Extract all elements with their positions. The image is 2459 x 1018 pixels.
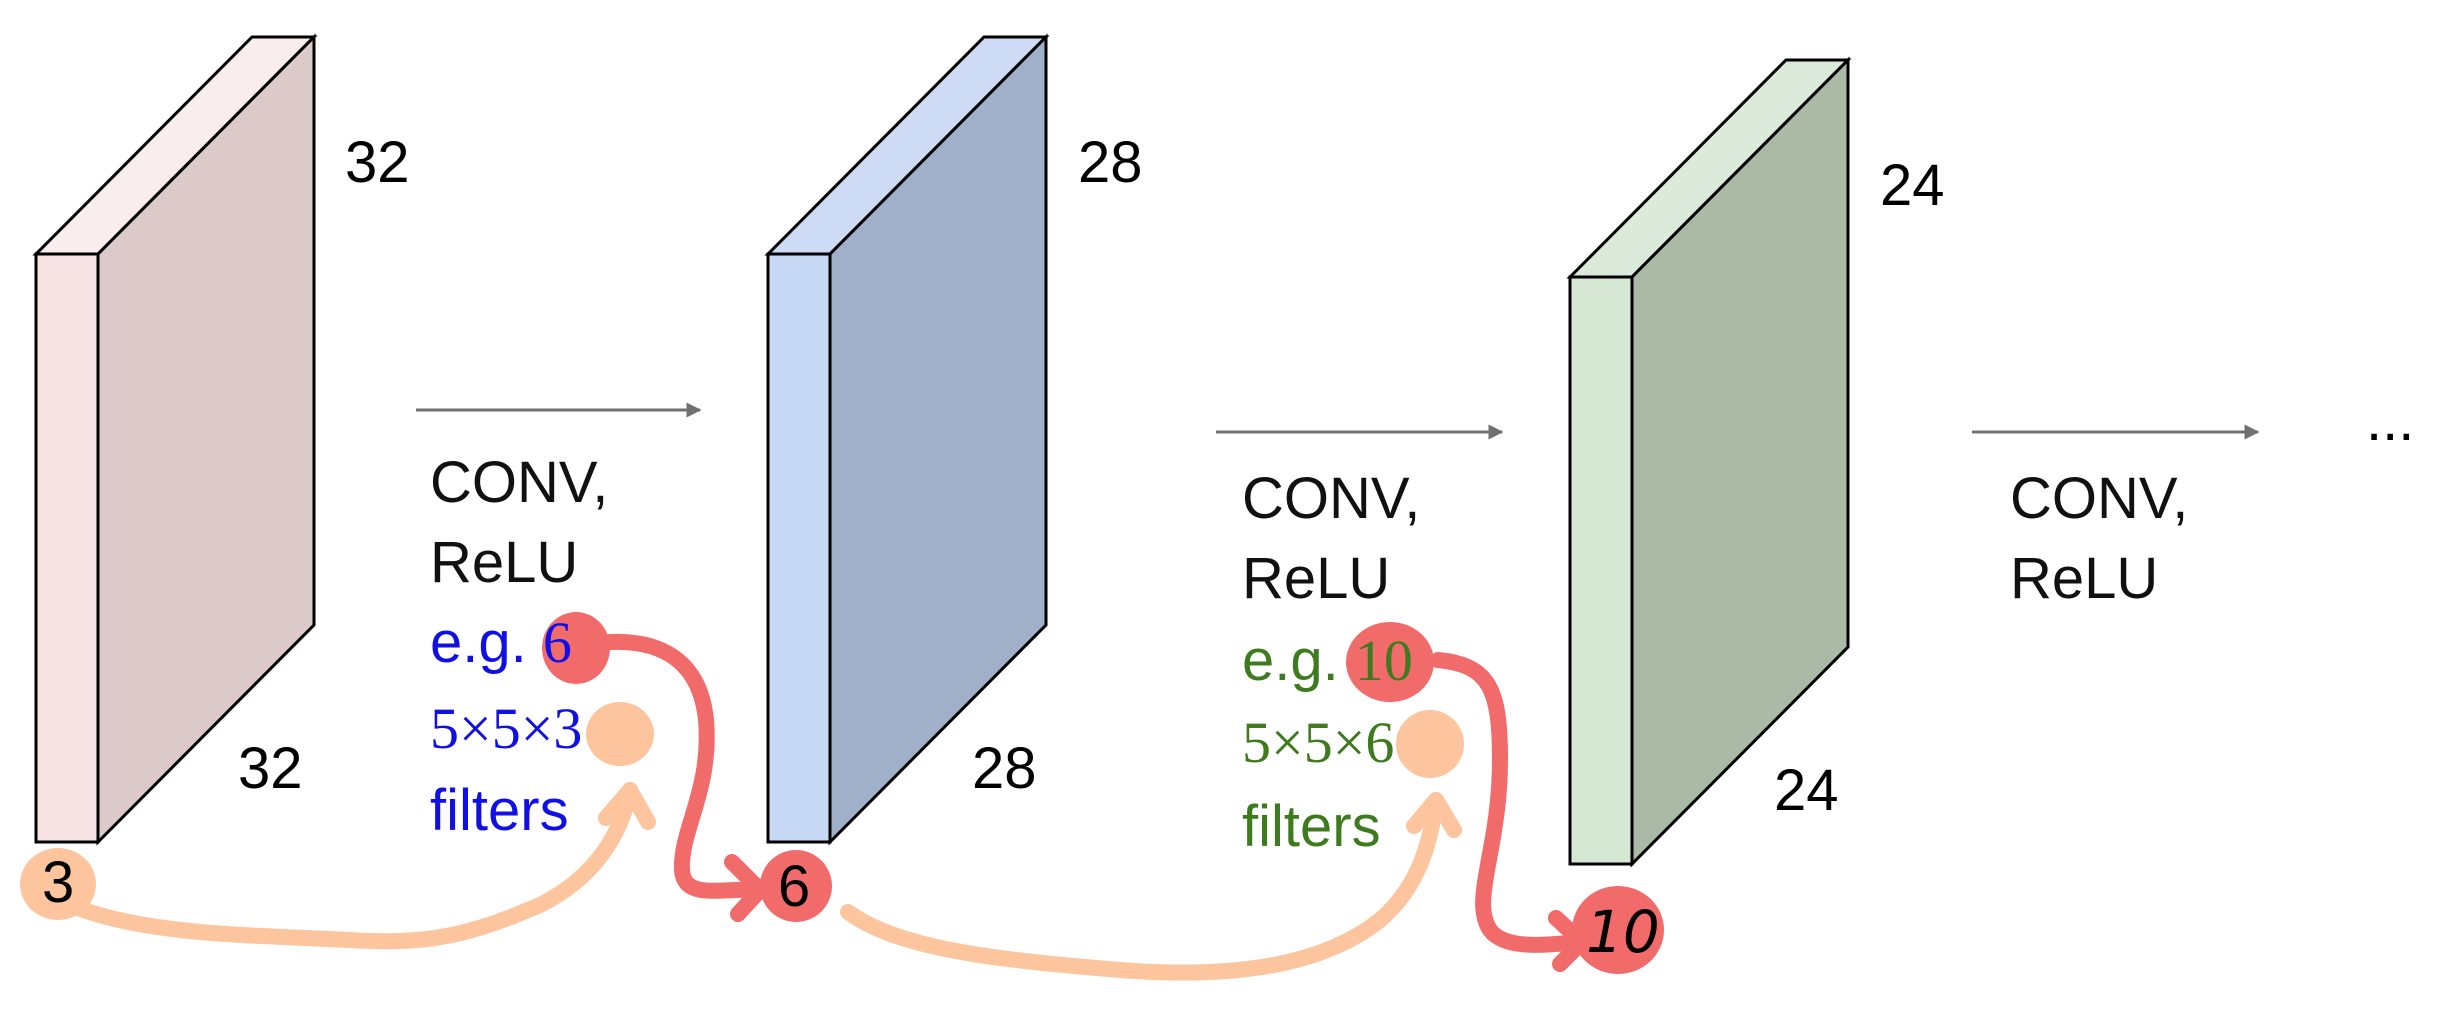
pen-annotations [70,633,1590,981]
orange-stroke-depth-3 [70,782,638,950]
volume-conv1-front [766,252,832,844]
layer-1-filter-depth: 3 [553,696,582,761]
layer-2-example-prefix: e.g. [1242,628,1339,693]
volume-input-height-label: 32 [345,130,410,195]
volume-conv2-height-label: 24 [1880,153,1945,218]
layer-1-filter-size: 5×5×3 [430,696,582,761]
volume-conv2 [1566,56,1852,868]
red-arrowhead-1 [724,854,768,922]
red-stroke-count-10 [1430,652,1588,953]
layer-1-filter-size-prefix: 5×5× [430,696,553,761]
volume-input [32,33,318,846]
orange-highlight-filter-depth-6 [1396,710,1464,778]
volume-conv2-width-label: 24 [1774,758,1839,823]
red-highlight-filter-count-6 [542,612,610,684]
red-stroke-count-6 [602,633,766,899]
orange-arrowhead-1 [598,782,656,830]
layer-2-filters-word: filters [1242,794,1381,859]
layer-2-filter-size-prefix: 5×5× [1242,710,1365,775]
orange-arrowhead-2 [1406,792,1462,838]
orange-highlight-filter-depth-3 [586,702,654,766]
layer-1-filter-count: 6 [543,610,572,675]
layer-3-activation: ReLU [2010,546,2158,611]
layer-2-activation: ReLU [1242,546,1390,611]
volume-conv1 [764,33,1050,846]
red-highlight-output-depth-6 [760,850,832,922]
volume-input-front [34,252,100,844]
layer-2-type: CONV, [1242,466,1420,531]
volume-input-width-label: 32 [238,736,303,801]
red-highlight-output-depth-10 [1572,886,1664,974]
layer-3-type: CONV, [2010,466,2188,531]
red-highlight-filter-count-10 [1346,622,1434,702]
layer-2-filter-size: 5×5×6 [1242,710,1394,775]
layer-2-filter-depth: 6 [1365,710,1394,775]
volume-conv1-height-label: 28 [1078,130,1143,195]
layer-1-type: CONV, [430,450,608,515]
volume-input-depth-label: 3 [42,850,74,915]
layer-1-activation: ReLU [430,530,578,595]
layer-2-filter-count: 10 [1355,628,1413,693]
continuation-ellipsis: ... [2366,388,2414,453]
layer-2-example-count-line: e.g. 10 [1242,628,1413,693]
volume-conv1-depth-label: 6 [778,854,810,919]
volume-conv1-width-label: 28 [972,736,1037,801]
orange-highlight-input-depth [20,848,96,920]
orange-stroke-depth-6 [840,792,1444,981]
volume-conv2-front [1568,275,1634,866]
layer-1-example-prefix: e.g. [430,610,527,675]
layer-1-filters-word: filters [430,778,569,843]
volume-conv2-depth-label: 10 [1586,898,1660,966]
layer-1-example-count-line: e.g. 6 [430,610,572,675]
pen-highlights [20,612,1664,974]
